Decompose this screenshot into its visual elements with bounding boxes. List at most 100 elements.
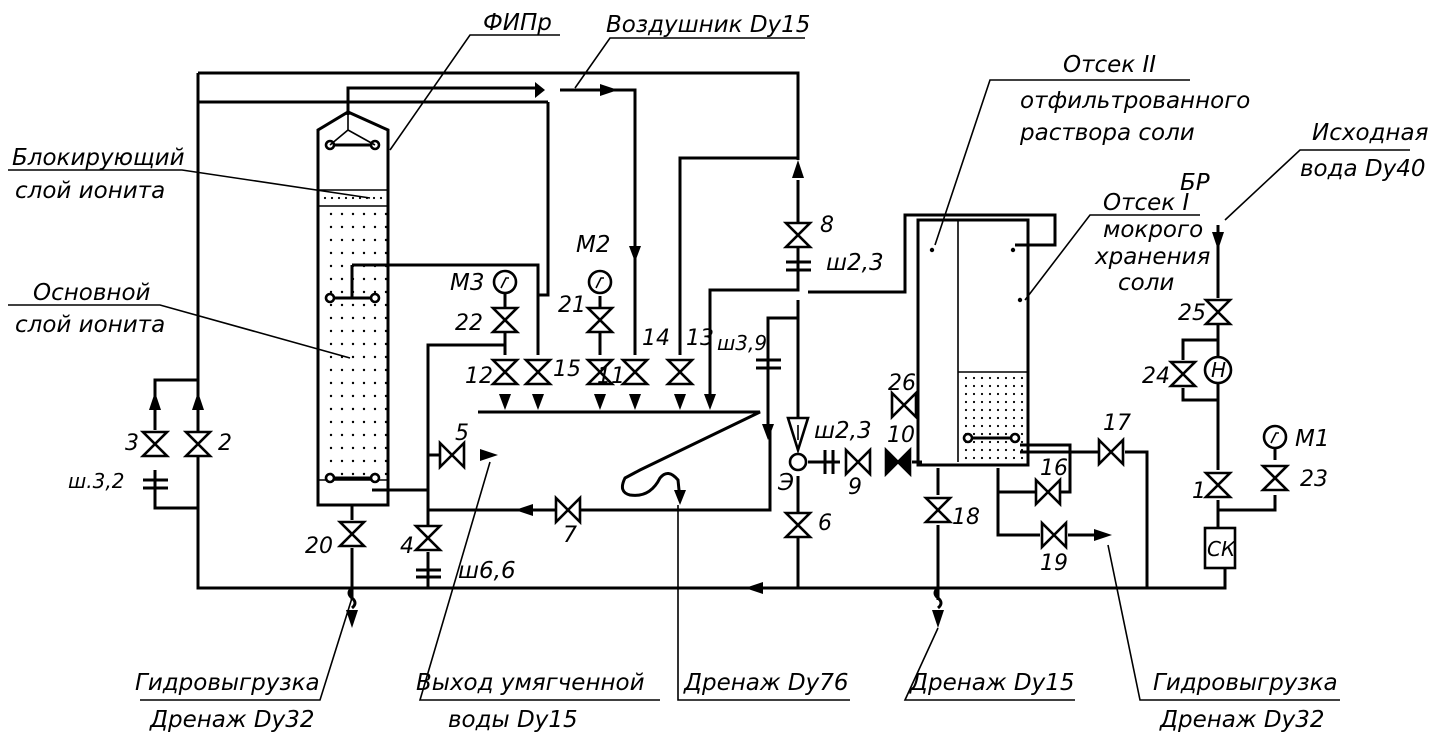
- svg-text:14: 14: [642, 326, 670, 351]
- resin-dot: [373, 290, 377, 294]
- resin-dot: [329, 277, 333, 281]
- salt-dot: [988, 408, 992, 412]
- svg-text:23: 23: [1300, 467, 1328, 492]
- label-orifice-sh23-mid: ш2,3: [814, 418, 872, 444]
- resin-dot: [340, 238, 344, 242]
- salt-dot: [1012, 424, 1016, 428]
- label-compartment1-1: Отсек I: [1103, 190, 1190, 216]
- resin-dot: [384, 342, 388, 346]
- salt-dot: [1004, 432, 1008, 436]
- resin-dot: [340, 290, 344, 294]
- label-compartment1-3: хранения: [1094, 244, 1210, 270]
- salt-dot: [1012, 456, 1016, 460]
- resin-dot: [384, 472, 388, 476]
- valve-icon: [1034, 476, 1062, 508]
- salt-dot: [964, 416, 968, 420]
- svg-text:8: 8: [820, 213, 834, 238]
- resin-dot: [384, 355, 388, 359]
- valve-icon: [782, 221, 814, 249]
- valve-icon: [336, 520, 368, 548]
- resin-dot: [329, 264, 333, 268]
- resin-dot: [340, 342, 344, 346]
- salt-dot: [988, 416, 992, 420]
- resin-dot: [340, 472, 344, 476]
- resin-dot: [384, 225, 388, 229]
- salt-dot: [1020, 424, 1024, 428]
- label-source-water-1: Исходная: [1312, 120, 1429, 146]
- resin-dot: [329, 303, 333, 307]
- resin-dot: [373, 329, 377, 333]
- label-hydro-unload-right: Гидровыгрузка: [1153, 670, 1338, 696]
- salt-dot: [1004, 456, 1008, 460]
- salt-dot: [996, 392, 1000, 396]
- valve-icon: [922, 496, 954, 524]
- svg-text:10: 10: [887, 423, 915, 448]
- salt-dot: [1012, 376, 1016, 380]
- svg-text:21: 21: [558, 293, 586, 318]
- leader-lines: [8, 34, 1410, 701]
- salt-dot: [972, 384, 976, 388]
- resin-dot: [340, 329, 344, 333]
- resin-dot: [351, 290, 355, 294]
- salt-dot: [1004, 448, 1008, 452]
- salt-dot: [980, 448, 984, 452]
- resin-dot: [329, 394, 333, 398]
- salt-dot: [972, 432, 976, 436]
- valve-icon: [844, 446, 872, 478]
- label-compartment2-1: Отсек II: [1063, 52, 1156, 78]
- label-orifice-sh32: ш.3,2: [68, 469, 124, 493]
- resin-dot: [373, 238, 377, 242]
- valve-icon: [584, 306, 616, 334]
- label-drain-76: Дренаж Dy76: [683, 670, 848, 696]
- salt-dot: [972, 440, 976, 444]
- blocking-dot: [337, 196, 341, 200]
- label-br: БР: [1180, 170, 1210, 196]
- svg-text:18: 18: [952, 505, 980, 530]
- salt-dot: [964, 392, 968, 396]
- resin-dot: [373, 264, 377, 268]
- text-labels: ФИПр Воздушник Dy15 Блокирующий слой ион…: [12, 10, 1429, 733]
- resin-dot: [351, 355, 355, 359]
- resin-dot: [384, 277, 388, 281]
- resin-dot: [384, 303, 388, 307]
- resin-dot: [373, 472, 377, 476]
- salt-dot: [980, 432, 984, 436]
- label-fipr: ФИПр: [483, 10, 552, 36]
- resin-dot: [351, 368, 355, 372]
- svg-text:17: 17: [1103, 411, 1131, 436]
- resin-dot: [329, 407, 333, 411]
- label-drain-15: Дренаж Dy15: [909, 670, 1074, 696]
- valve-icon: [1259, 464, 1291, 492]
- resin-dot: [351, 251, 355, 255]
- salt-dot: [972, 456, 976, 460]
- orifice-sh39: [756, 358, 781, 370]
- pressure-gauge-icon: [492, 269, 518, 296]
- salt-dot: [964, 448, 968, 452]
- resin-dot: [373, 355, 377, 359]
- salt-dot: [996, 376, 1000, 380]
- salt-dot: [988, 376, 992, 380]
- orifice-sh23-top: [786, 260, 811, 272]
- salt-dot: [996, 408, 1000, 412]
- top-distributor: [324, 112, 381, 151]
- salt-dot: [972, 448, 976, 452]
- valve-icon: [1202, 471, 1234, 499]
- resin-dots: [323, 196, 388, 476]
- resin-dot: [340, 368, 344, 372]
- heater: [1203, 355, 1233, 385]
- svg-text:9: 9: [848, 475, 862, 500]
- salt-dot: [1020, 408, 1024, 412]
- resin-dot: [373, 394, 377, 398]
- resin-dot: [384, 316, 388, 320]
- valve-icon: [489, 358, 521, 386]
- svg-text:15: 15: [553, 357, 581, 382]
- valve-icon: [782, 511, 814, 539]
- salt-dot: [972, 416, 976, 420]
- resin-dot: [362, 290, 366, 294]
- svg-text:12: 12: [465, 364, 493, 389]
- label-drain-right: Дренаж Dy32: [1159, 707, 1324, 733]
- middle-distributor: [324, 263, 381, 304]
- salt-dot: [980, 384, 984, 388]
- salt-dot: [996, 416, 1000, 420]
